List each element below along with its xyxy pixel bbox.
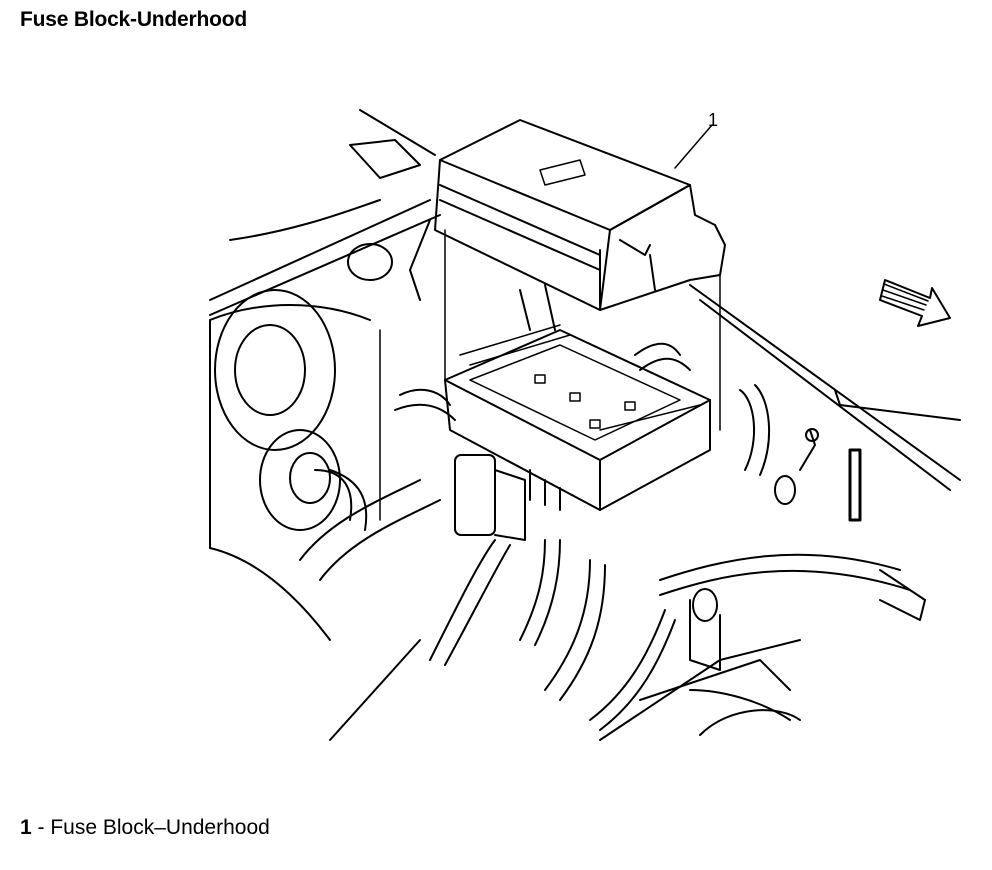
callout-1: 1 (674, 110, 718, 169)
fuse-block-cover (434, 119, 726, 311)
alignment-lines (444, 229, 721, 431)
wiring-harness (299, 219, 926, 731)
vehicle-body-lines (209, 109, 961, 741)
legend-separator: - (31, 816, 51, 839)
callout-number: 1 (708, 110, 718, 130)
ground-stud (689, 428, 819, 671)
front-direction-arrow-icon (879, 279, 951, 327)
legend: 1 - Fuse Block–Underhood (20, 816, 270, 840)
legend-number: 1 (20, 816, 32, 839)
grommet-left (214, 243, 393, 531)
page-title: Fuse Block-Underhood (20, 8, 248, 31)
legend-text: Fuse Block–Underhood (50, 816, 270, 839)
fuse-block-base (444, 324, 711, 541)
